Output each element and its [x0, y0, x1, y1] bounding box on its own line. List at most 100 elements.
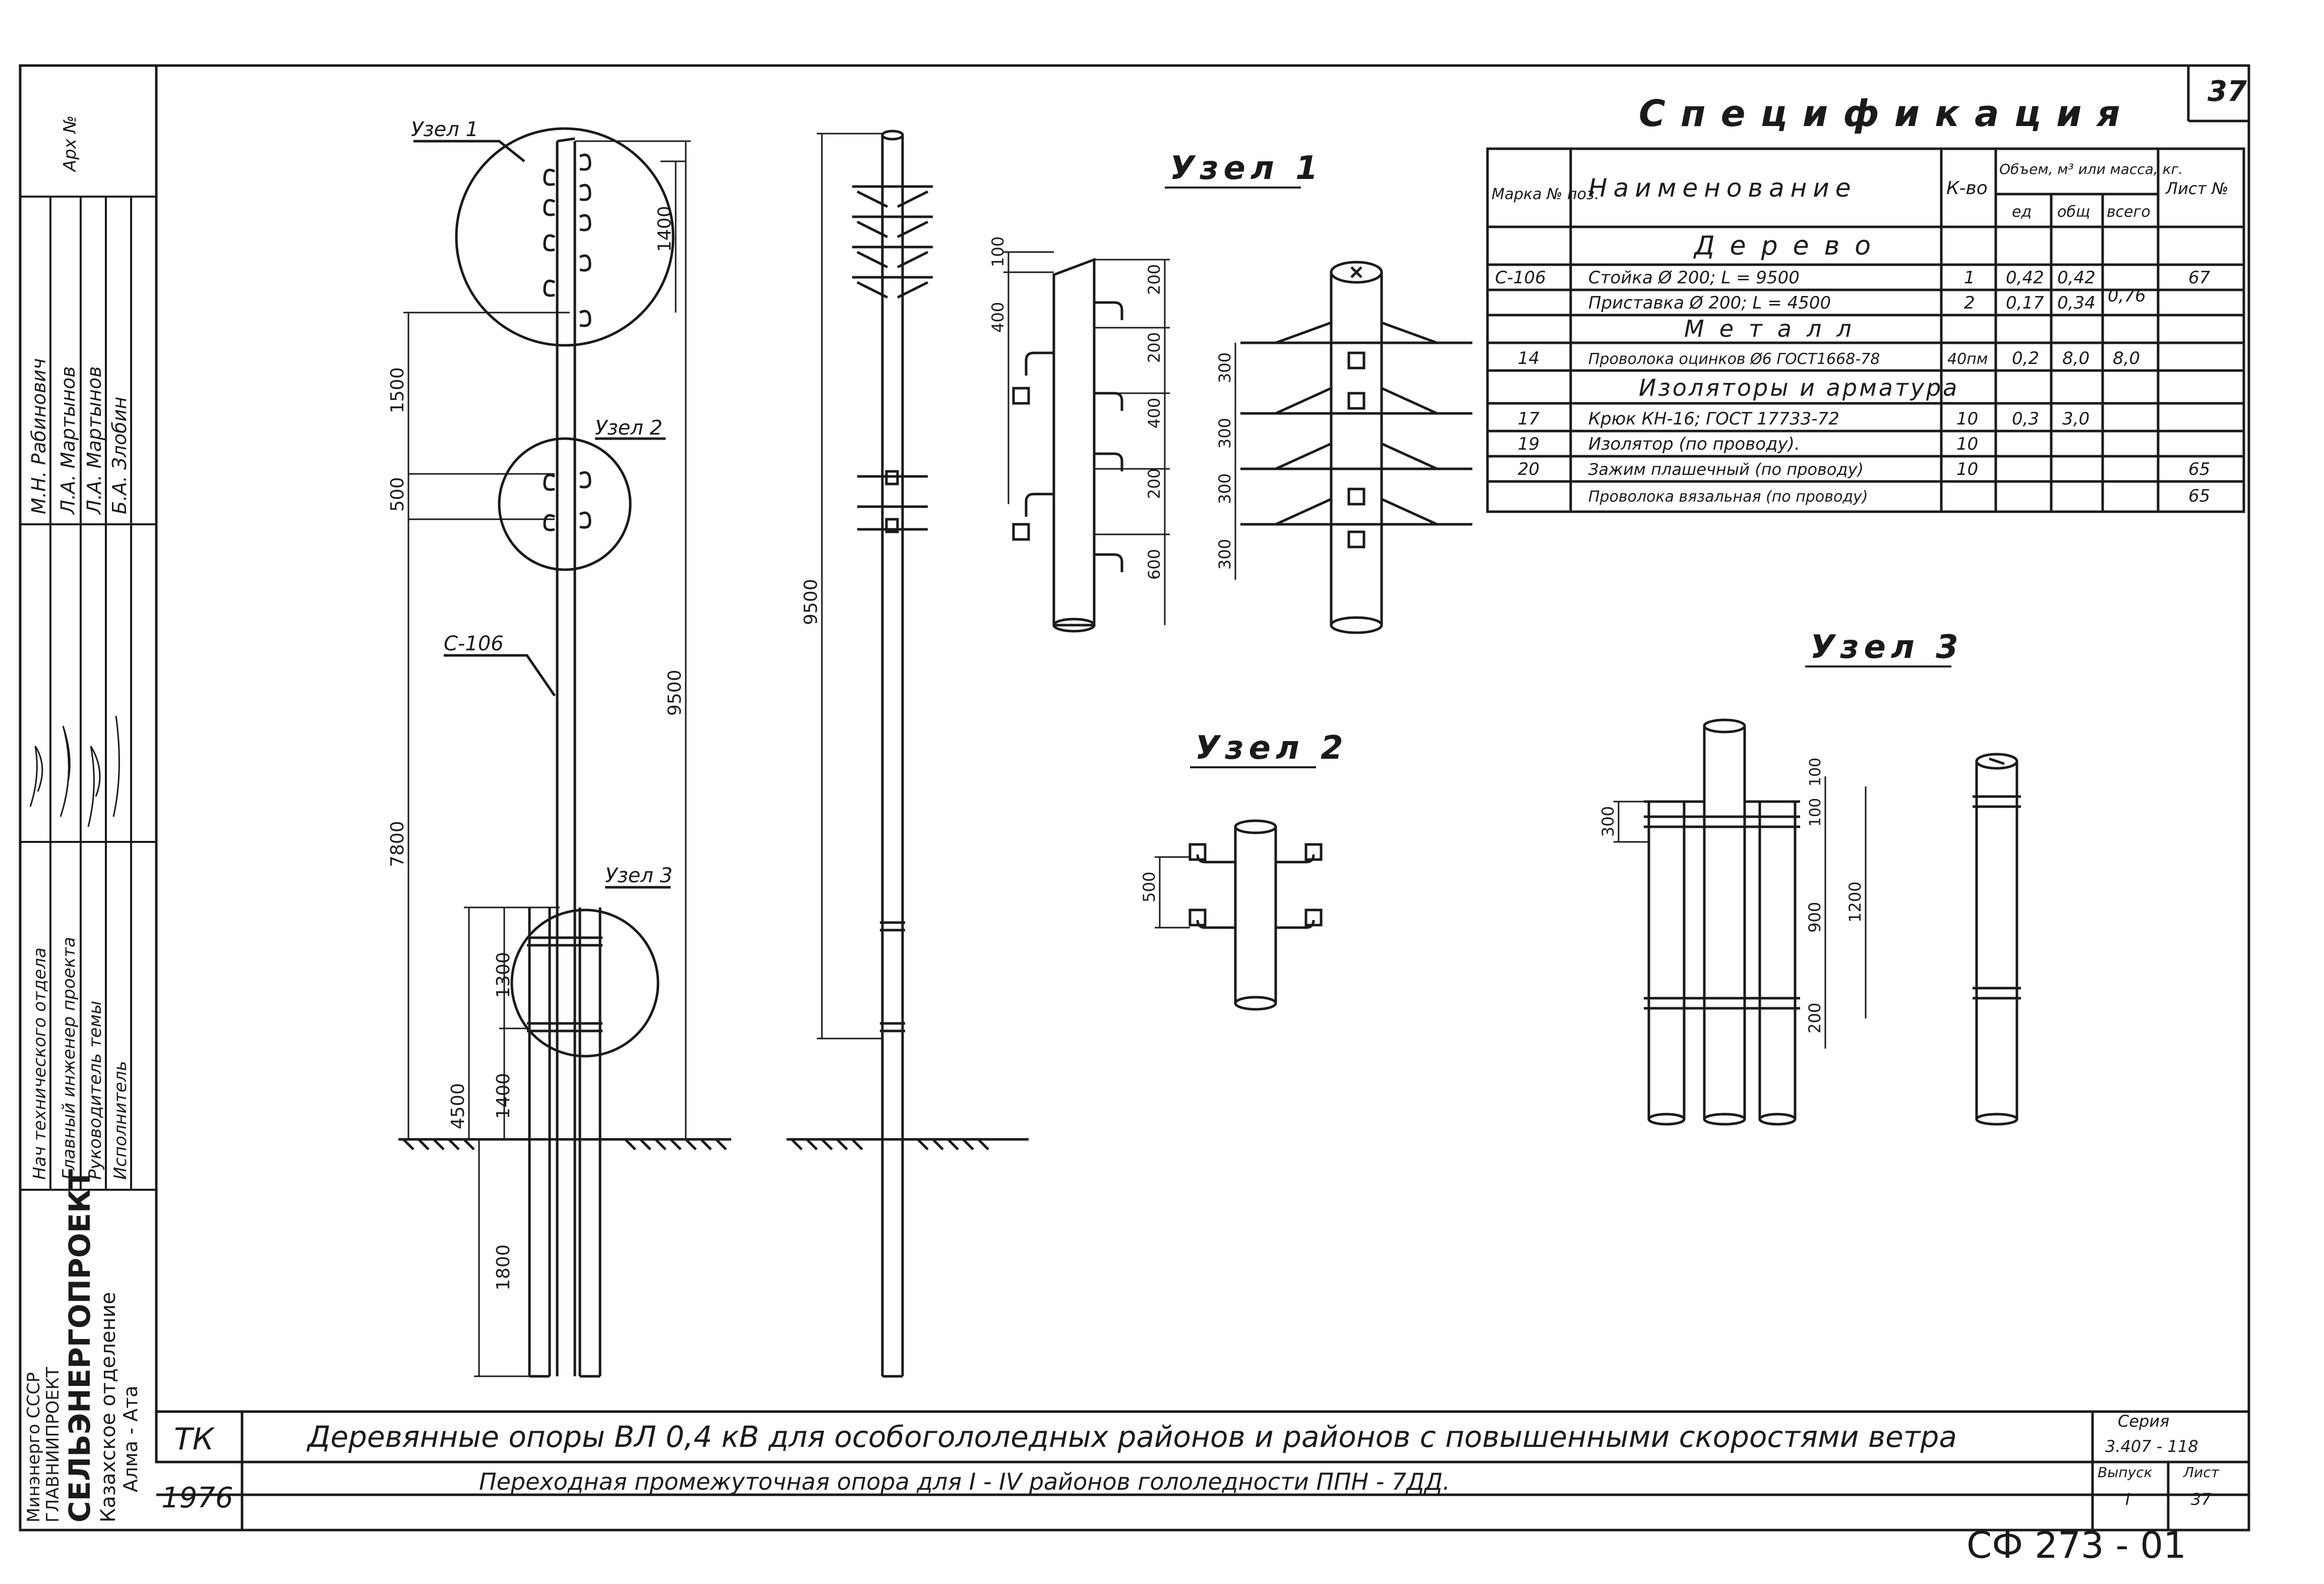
- pole-elevation-labels: Узел 1 Узел 2 Узел 3 С-106 1400 1500 500…: [387, 118, 685, 1291]
- spec-row-mark: С-106: [1495, 268, 1546, 288]
- u3-dim-200: 200: [1805, 1003, 1824, 1033]
- u1-dim-600: 600: [1145, 549, 1164, 580]
- spec-row-total: 8,0: [2062, 348, 2090, 369]
- spec-row-sheet: 67: [2188, 268, 2211, 288]
- stamp-text: Арх № М.Н. Рабинович Л.А. Мартынов Л.А. …: [24, 115, 142, 1522]
- org-line-2: ГЛАВНИИПРОЕКТ: [43, 1367, 63, 1522]
- uzel1-callout-circle: [455, 127, 675, 347]
- u3-dim-300: 300: [1598, 806, 1618, 837]
- stamp-name-3: Л.А. Мартынов: [83, 366, 105, 515]
- dim-4500: 4500: [448, 1083, 468, 1129]
- stamp-role-2: Главный инженер проекта: [59, 937, 79, 1180]
- stamp-role-3: Руководитель темы: [85, 1001, 105, 1180]
- left-stamp: [20, 196, 156, 1191]
- spec-table: Спецификация Марка № поз. Наименование К…: [1486, 92, 2245, 513]
- u1-dim-300c: 300: [1215, 473, 1234, 504]
- spec-header-name: Наименование: [1588, 173, 1857, 203]
- pole-elevation-left: [398, 127, 731, 1378]
- spec-row-qty: 10: [1956, 459, 1978, 479]
- dim-1800: 1800: [493, 1244, 514, 1291]
- u1-dim-400: 400: [988, 302, 1007, 333]
- uzel1-heading: Узел 1: [1170, 150, 1323, 187]
- spec-header-mark: Марка № поз.: [1492, 186, 1599, 203]
- spec-row-name: Изолятор (по проводу).: [1588, 434, 1800, 454]
- uzel2-heading: Узел 2: [1195, 729, 1348, 767]
- spec-row-qty: 1: [1964, 268, 1975, 288]
- u1-dim-200a: 200: [1145, 264, 1164, 295]
- uzel1-detail: [1003, 251, 1472, 634]
- org-line-4: Казахское отделение: [97, 1292, 120, 1522]
- u1-dim-200b: 200: [1145, 332, 1164, 363]
- spec-row-qty: 10: [1956, 434, 1978, 454]
- u3-dim-1200: 1200: [1845, 882, 1865, 923]
- spec-row-sheet: 65: [2188, 459, 2210, 479]
- series-value: 3.407 - 118: [2105, 1437, 2198, 1456]
- title-block: ТК 1976 Деревянные опоры ВЛ 0,4 кВ для о…: [161, 1412, 2220, 1514]
- uzel1-label: Узел 1: [411, 118, 479, 141]
- spec-section-insulators: Изоляторы и арматура: [1639, 374, 1959, 401]
- org-line-5: Алма - Ата: [120, 1385, 142, 1492]
- uzel2-callout-circle: [498, 437, 632, 571]
- u1-dim-200c: 200: [1145, 468, 1164, 499]
- u1-dim-300d: 300: [1215, 539, 1234, 570]
- issue-value: I: [2125, 1490, 2130, 1509]
- spec-section-metal: Металл: [1684, 315, 1867, 342]
- org-line-3: СЕЛЬЭНЕРГОПРОЕКТ: [63, 1169, 97, 1522]
- spec-header-qty: К-во: [1946, 178, 1988, 199]
- uzel2-detail: [1155, 819, 1323, 1011]
- org-line-1: Минэнерго СССР: [24, 1372, 44, 1522]
- archive-label: Арх №: [60, 115, 80, 172]
- spec-section-wood: Дерево: [1693, 231, 1886, 261]
- spec-row-total: 0,42: [2057, 268, 2096, 288]
- uzel3-callout-circle: [510, 908, 660, 1058]
- spec-row-total: 0,34: [2057, 293, 2096, 313]
- spec-row-mark: 17: [1518, 409, 1540, 429]
- sheet-frame: [19, 64, 2250, 1532]
- uzel3-heading: Узел 3: [1810, 629, 1963, 666]
- spec-row-name: Крюк КН-16; ГОСТ 17733-72: [1588, 409, 1839, 429]
- spec-row-qty: 2: [1964, 293, 1975, 313]
- u3-dim-900: 900: [1805, 902, 1824, 933]
- uzel2-label: Узел 2: [595, 416, 663, 440]
- dim-9500: 9500: [665, 669, 685, 716]
- u3-dim-100a: 100: [1807, 758, 1824, 786]
- spec-row-qty: 10: [1956, 409, 1978, 429]
- spec-row-unit: 0,3: [2012, 409, 2039, 429]
- spec-row-qty: 40пм: [1947, 350, 1988, 368]
- u2-dim-500: 500: [1140, 872, 1159, 902]
- u1-dim-300b: 300: [1215, 418, 1234, 449]
- sheet-value: 37: [2191, 1490, 2212, 1509]
- u1-dim-100: 100: [988, 236, 1007, 267]
- dim-1400b: 1400: [493, 1073, 514, 1119]
- spec-row-unit: 0,42: [2006, 268, 2044, 288]
- stamp-name-2: Л.А. Мартынов: [57, 366, 79, 515]
- spec-header-sheet: Лист №: [2165, 179, 2229, 198]
- dim-7800: 7800: [387, 821, 408, 867]
- spec-row-mark: 19: [1518, 434, 1539, 454]
- spec-row-sheet: 65: [2188, 486, 2210, 506]
- stamp-name-4: Б.А. Злобин: [108, 397, 131, 514]
- c106-label: С-106: [444, 632, 504, 655]
- spec-row-name: Зажим плашечный (по проводу): [1588, 460, 1864, 479]
- dim-1300: 1300: [493, 952, 514, 998]
- uzel3-detail: [1614, 718, 2021, 1126]
- spec-header-all: всего: [2107, 203, 2151, 221]
- spec-row-mark: 14: [1518, 348, 1539, 369]
- uzel3-label: Узел 3: [605, 864, 673, 887]
- spec-title: Спецификация: [1639, 92, 2135, 135]
- pole-side-view: [787, 130, 1029, 1378]
- spec-row-all: 0,76: [2108, 286, 2146, 306]
- u1-dim-300a: 300: [1215, 352, 1234, 383]
- spec-row-name: Проволока вязальная (по проводу): [1588, 488, 1868, 506]
- issue-label: Выпуск: [2098, 1464, 2153, 1481]
- footer-code: СФ 273 - 01: [1967, 1524, 2186, 1566]
- sheet-label: Лист: [2183, 1464, 2220, 1481]
- stamp-name-1: М.Н. Рабинович: [28, 358, 50, 514]
- signature: [29, 715, 120, 827]
- dim-9500-side: 9500: [801, 579, 821, 625]
- spec-row-name: Стойка Ø 200; L = 9500: [1588, 268, 1800, 288]
- sheet-number: 37: [2208, 75, 2247, 108]
- stamp-role-1: Нач технического отдела: [30, 947, 50, 1180]
